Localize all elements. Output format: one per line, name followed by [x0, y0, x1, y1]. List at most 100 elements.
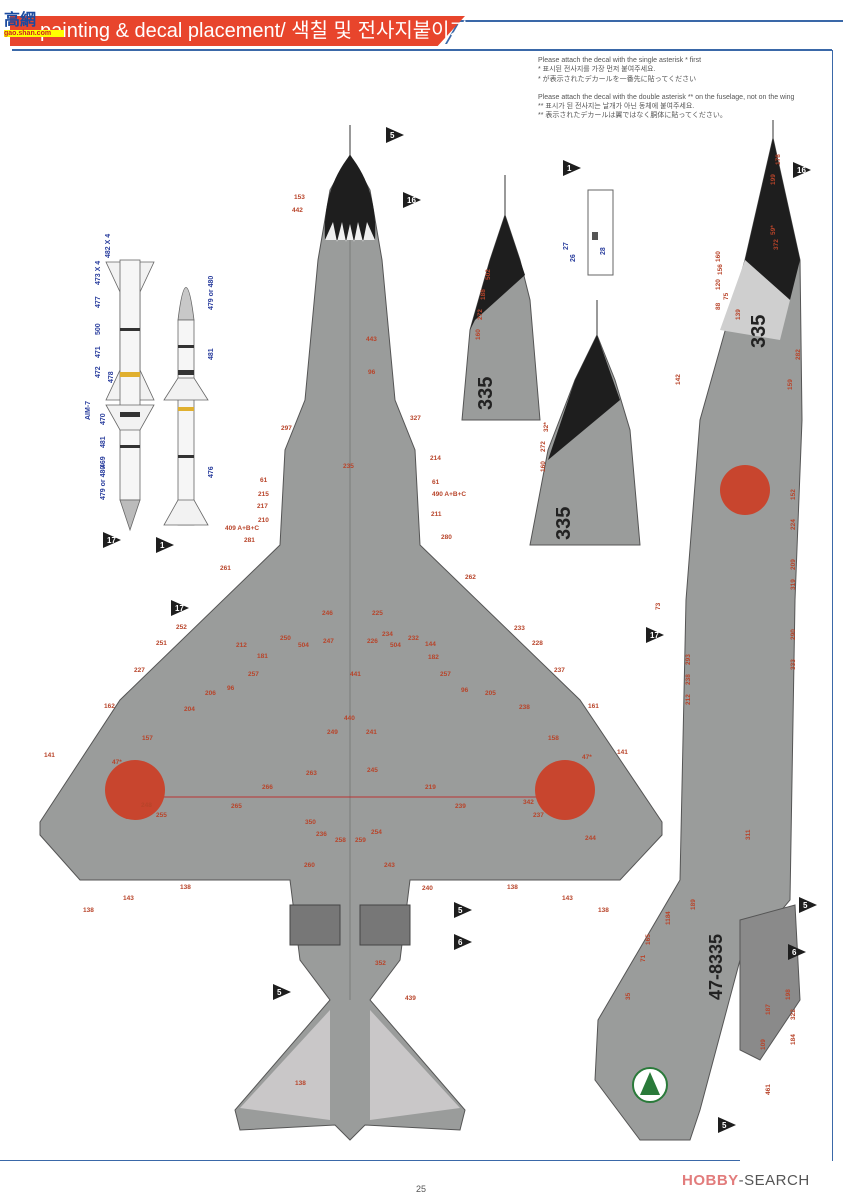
decal-callout: 234: [382, 631, 393, 638]
missile-callout: 469: [100, 456, 107, 468]
note-double-ja: ** 表示されたデカールは翼ではなく胴体に貼ってください。: [538, 112, 727, 120]
decal-callout: 59*: [770, 225, 777, 235]
missile-callout: 479 or 480: [208, 276, 215, 310]
decal-callout: 350: [305, 819, 316, 826]
view-marker: 17: [103, 532, 121, 548]
title-banner: [10, 16, 465, 46]
decal-callout: 439: [405, 995, 416, 1002]
decal-callout: 162: [104, 703, 115, 710]
decal-callout: 409 A+B+C: [225, 525, 259, 532]
decal-callout: 160: [475, 329, 482, 340]
missile-callout: 500: [95, 323, 102, 335]
decal-callout: 215: [258, 491, 269, 498]
note-double-ko: ** 표시가 된 전사지는 날개가 아닌 동체에 붙여주세요.: [538, 103, 695, 111]
decal-callout: 206: [205, 690, 216, 697]
roundel-left-wing: [105, 760, 165, 820]
decal-callout: 257: [248, 671, 259, 678]
decal-callout: 293: [685, 654, 692, 665]
svg-text:17: 17: [650, 631, 659, 640]
watermark: HOBBY-SEARCH: [682, 1172, 810, 1189]
decal-callout: 153: [294, 194, 305, 201]
decal-callout: 241: [366, 729, 377, 736]
decal-callout: 73: [655, 602, 662, 610]
missile-callout: 471: [95, 346, 102, 358]
missile-callout: 477: [95, 296, 102, 308]
decal-callout: 75: [723, 292, 730, 300]
view-marker: 16: [403, 192, 421, 208]
decal-callout: 184: [790, 1034, 797, 1045]
decal-callout: 158: [548, 735, 559, 742]
view-marker: 1: [563, 160, 581, 176]
decal-callout: 247: [323, 638, 334, 645]
decal-callout: 157: [142, 735, 153, 742]
decal-callout: 252: [176, 624, 187, 631]
missile-name: AIM-7: [85, 401, 92, 420]
watermark-rest: -SEARCH: [738, 1172, 810, 1189]
svg-text:6: 6: [792, 948, 797, 957]
decal-callout: 297: [281, 425, 292, 432]
view-marker: 6: [454, 934, 472, 950]
decal-callout: 258: [335, 837, 346, 844]
decal-callout: 96: [461, 687, 469, 694]
roundel-fuselage: [720, 465, 770, 515]
decal-callout: 210: [258, 517, 269, 524]
svg-text:5: 5: [722, 1121, 727, 1130]
decal-callout: 138: [180, 884, 191, 891]
view-marker: 1: [156, 537, 174, 553]
decal-callout: 143: [562, 895, 573, 902]
decal-callout: 249: [327, 729, 338, 736]
decal-callout: 272: [477, 309, 484, 320]
decal-callout: 246: [322, 610, 333, 617]
svg-text:5: 5: [277, 988, 282, 997]
decal-callout: 322: [790, 1009, 797, 1020]
decal-callout: 272: [540, 441, 547, 452]
note-single-ko: * 표시된 전사지를 가장 먼저 붙여주세요.: [538, 66, 656, 74]
decal-callout: 226: [367, 638, 378, 645]
decal-callout: 442: [292, 207, 303, 214]
decal-callout: 239: [455, 803, 466, 810]
decal-callout: 237: [554, 667, 565, 674]
fuselage-number-side: 335: [748, 315, 770, 348]
panel-callout: 26: [570, 254, 577, 262]
view-marker: 5: [386, 127, 404, 143]
decal-callout: 280: [441, 534, 452, 541]
aircraft-top-view: [39, 125, 663, 1141]
decal-callout: 189: [690, 899, 697, 910]
decal-callout: 142: [675, 374, 682, 385]
missile-callout: 481: [208, 348, 215, 360]
decal-callout: 327: [410, 415, 421, 422]
decal-callout: 152: [790, 489, 797, 500]
decal-callout: 236: [316, 831, 327, 838]
missile-callout: 476: [208, 466, 215, 478]
decal-callout: 71: [640, 954, 647, 962]
svg-text:6: 6: [458, 938, 463, 947]
decal-callout: 160: [540, 461, 547, 472]
note-single-ja: * が表示されたデカールを一番先に貼ってください: [538, 75, 697, 83]
decal-callout: 138: [83, 907, 94, 914]
view-marker: 5: [273, 984, 291, 1000]
decal-callout: 118: [665, 914, 672, 925]
svg-text:5: 5: [390, 131, 395, 140]
svg-text:16: 16: [407, 196, 416, 205]
view-marker: 17: [646, 627, 664, 643]
missile-callout: 479 or 480: [100, 466, 107, 500]
decal-callout: 47*: [582, 754, 592, 761]
decal-callout: 199: [770, 174, 777, 185]
decal-callout: 235: [343, 463, 354, 470]
missile-aim7-1: [105, 259, 155, 532]
aircraft-side-view: 335 47-8335: [594, 120, 803, 1141]
decal-callout: 225: [372, 610, 383, 617]
decal-callout: 211: [431, 511, 442, 518]
decal-callout: 138: [295, 1080, 306, 1087]
decal-callout: 139: [735, 309, 742, 320]
decal-callout: 165: [645, 934, 652, 945]
panel-callout: 28: [600, 247, 607, 255]
decal-callout: 319: [790, 579, 797, 590]
inset-nose-1: 335: [461, 175, 541, 421]
decal-callout: 209: [790, 559, 797, 570]
decal-callout: 333: [790, 659, 797, 670]
decal-callout: 219: [425, 784, 436, 791]
missile-callout: 481: [100, 436, 107, 448]
decal-callout: 245: [367, 767, 378, 774]
inset2-number: 335: [553, 507, 575, 540]
